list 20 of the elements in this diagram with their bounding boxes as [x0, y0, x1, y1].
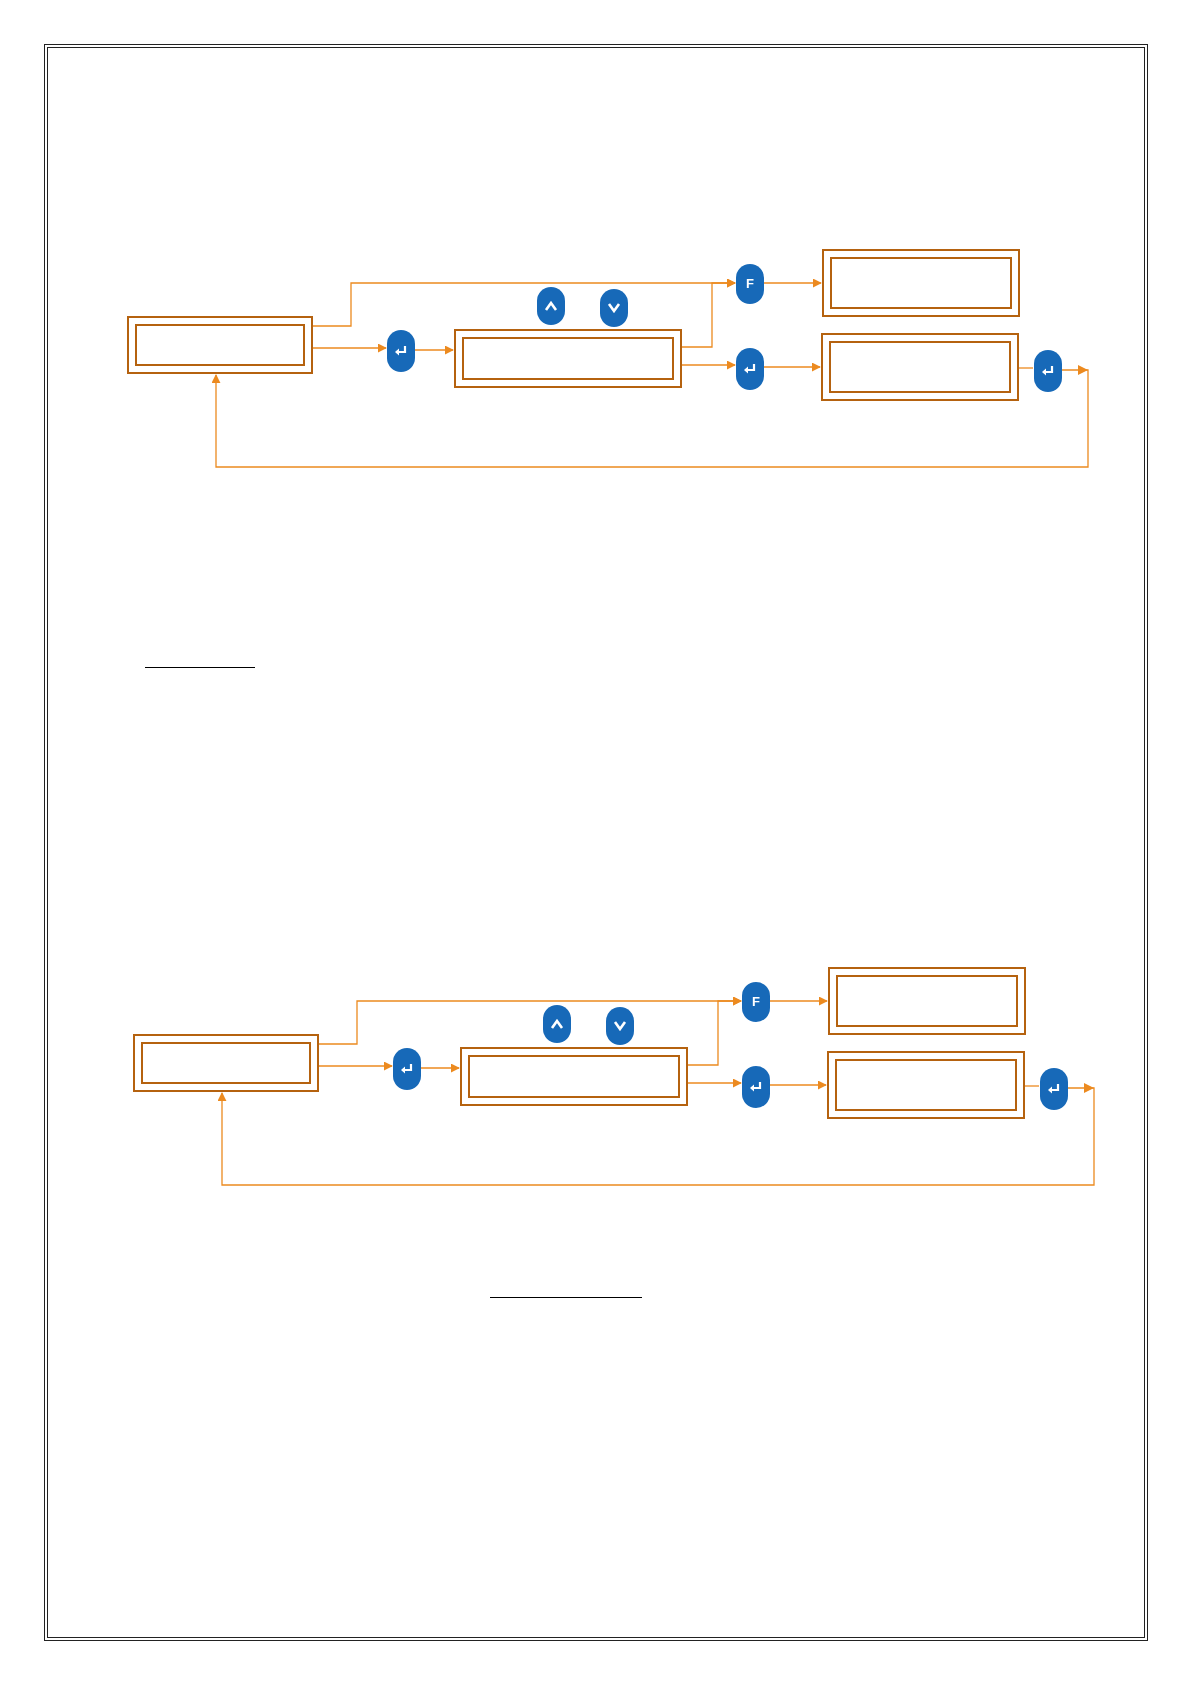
enter-key-icon — [1040, 1068, 1068, 1110]
display-box — [454, 329, 682, 388]
display-box — [460, 1047, 688, 1106]
function-key-button: F — [736, 264, 764, 304]
up-arrow-key-icon — [543, 1005, 571, 1043]
display-box — [821, 333, 1019, 401]
display-box — [828, 967, 1026, 1035]
display-box — [827, 1051, 1025, 1119]
down-arrow-key-icon — [600, 289, 628, 327]
up-arrow-key-icon — [537, 287, 565, 325]
down-arrow-key-icon — [606, 1007, 634, 1045]
enter-key-icon — [393, 1048, 421, 1090]
display-box — [822, 249, 1020, 317]
enter-key-icon — [736, 348, 764, 390]
display-box — [133, 1034, 319, 1092]
display-box — [127, 316, 313, 374]
function-key-button: F — [742, 982, 770, 1022]
enter-key-icon — [1034, 350, 1062, 392]
enter-key-icon — [387, 330, 415, 372]
enter-key-icon — [742, 1066, 770, 1108]
